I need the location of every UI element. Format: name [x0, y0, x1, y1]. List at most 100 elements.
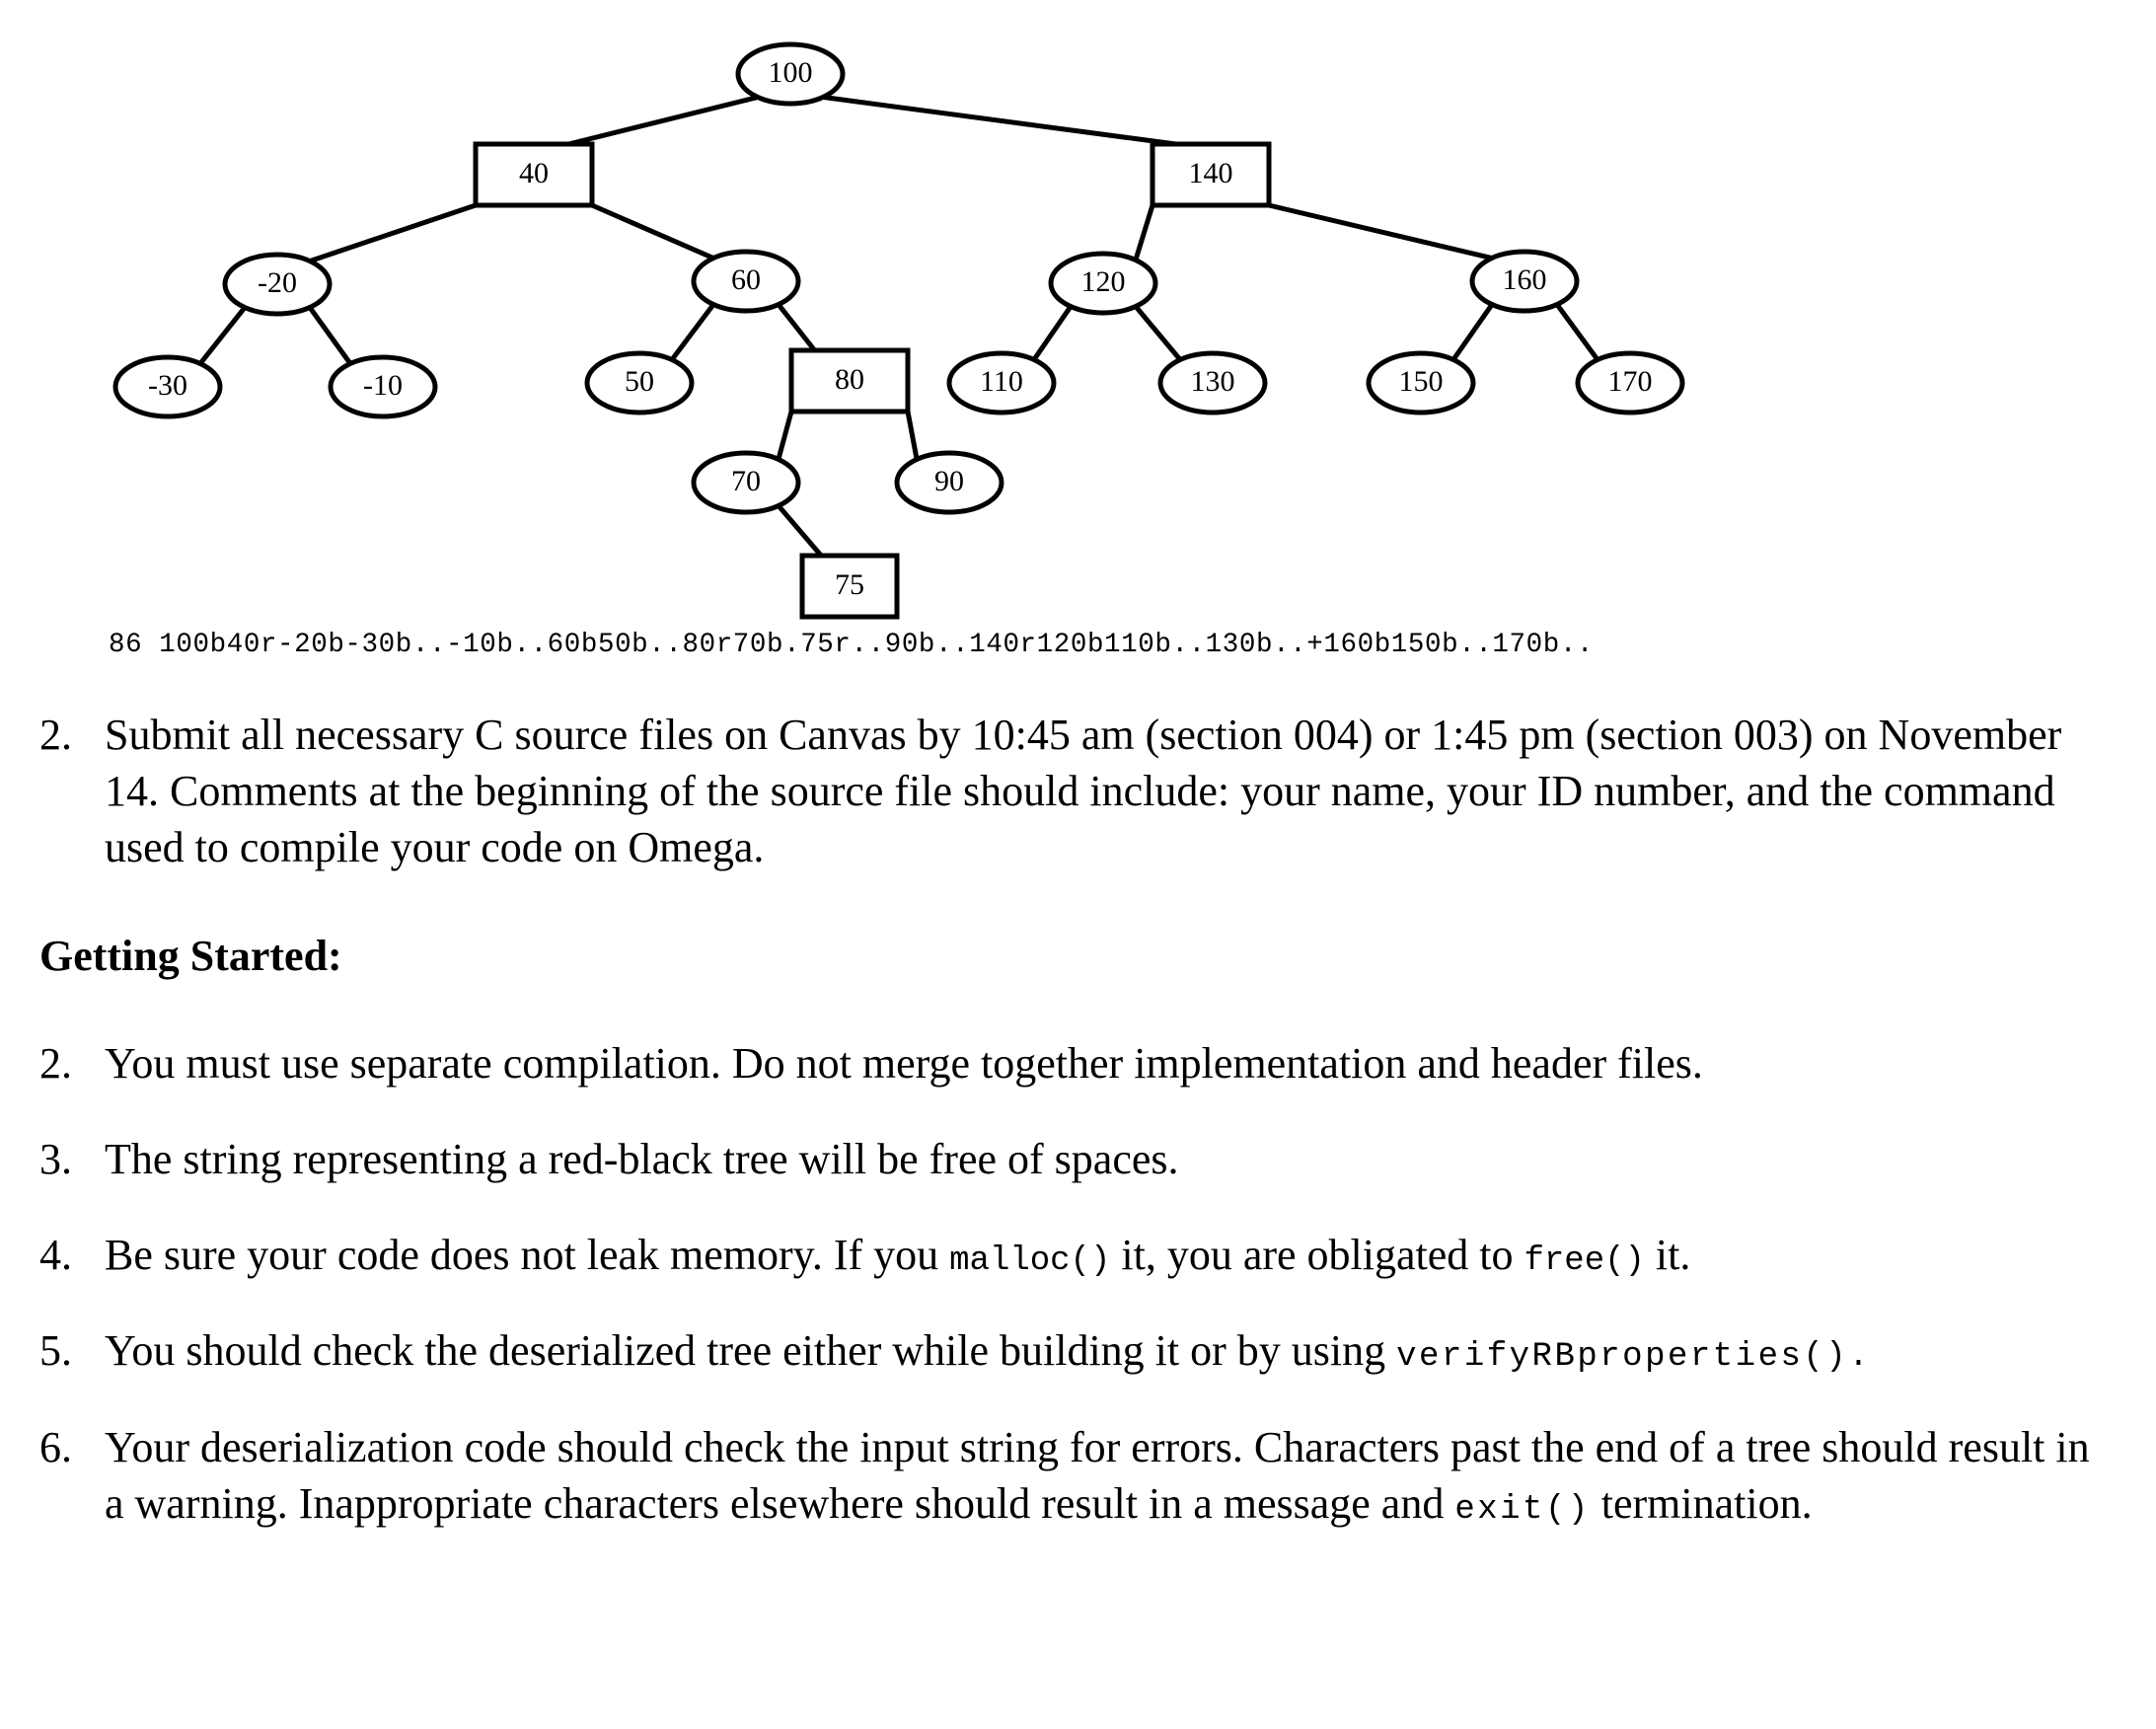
node-label: 80	[835, 363, 864, 396]
list-item-number: 4.	[39, 1231, 72, 1280]
tree-node-140: 140	[1150, 141, 1272, 208]
node-label: -10	[363, 369, 403, 402]
node-ellipse-black	[112, 354, 223, 419]
node-label: -30	[148, 369, 187, 402]
node-ellipse-black	[584, 350, 695, 415]
list-item-number: 3.	[39, 1134, 72, 1183]
red-black-tree-figure: 100 40 140 -20 60 120 160 -30 -10 50 80 110 130 150 17…	[0, 0, 2156, 660]
tree-edge-n160-n150	[1450, 301, 1495, 363]
tree-edge-n100-n140	[820, 94, 1179, 147]
tree-edge-nm20-nm10	[307, 304, 353, 367]
list-item-text: The string representing a red-black tree…	[105, 1134, 1179, 1183]
node-label: 160	[1503, 263, 1547, 296]
node-ellipse-black	[691, 450, 801, 515]
spacer	[0, 984, 2156, 1035]
tree-node-150: 150	[1366, 350, 1476, 415]
list-item-error-checking: 6. Your deserialization code should chec…	[0, 1419, 2156, 1532]
node-ellipse-black	[894, 450, 1004, 515]
tree-edge-n40-nm20	[307, 202, 479, 264]
tree-edge-n80-n70	[776, 409, 794, 463]
tree-node-160: 160	[1469, 249, 1580, 314]
tree-node-80: 80	[788, 347, 911, 414]
tree-node-90: 90	[894, 450, 1004, 515]
node-label: 90	[934, 465, 964, 497]
tree-edge-n120-n110	[1031, 303, 1074, 363]
list-item-number: 5.	[39, 1326, 72, 1376]
tree-diagram-svg: 100 40 140 -20 60 120 160 -30 -10 50 80 110 130 150 17…	[112, 41, 1685, 620]
tree-edge-n140-n160	[1266, 202, 1495, 262]
node-ellipse-black	[1157, 350, 1268, 415]
node-label: 60	[731, 263, 761, 296]
node-label: 50	[625, 365, 654, 398]
tree-node-75: 75	[799, 553, 900, 620]
text-fragment: termination.	[1590, 1478, 1813, 1528]
node-label: 140	[1189, 157, 1233, 189]
spacer	[0, 1091, 2156, 1131]
tree-node-170: 170	[1575, 350, 1685, 415]
tree-node-neg30: -30	[112, 354, 223, 419]
list-item-number: 2.	[39, 711, 72, 759]
node-rect-red	[1150, 141, 1272, 208]
section-heading-getting-started: Getting Started:	[39, 931, 342, 980]
list-item-text: Be sure your code does not leak memory. …	[105, 1227, 2097, 1283]
node-ellipse-black	[1469, 249, 1580, 314]
spacer	[0, 1187, 2156, 1227]
node-rect-red	[799, 553, 900, 620]
tree-node-110: 110	[946, 350, 1057, 415]
node-ellipse-black	[222, 252, 333, 317]
tree-edge-n60-n50	[669, 301, 716, 363]
tree-node-70: 70	[691, 450, 801, 515]
list-item-submit: 2. Submit all necessary C source files o…	[0, 707, 2156, 876]
node-ellipse-black	[1575, 350, 1685, 415]
tree-node-60: 60	[691, 249, 801, 314]
node-ellipse-black	[691, 249, 801, 314]
tree-edge-n140-n120	[1133, 202, 1155, 263]
list-item-text: You must use separate compilation. Do no…	[105, 1038, 1703, 1088]
tree-edges	[197, 94, 1600, 559]
node-label: 75	[835, 568, 864, 601]
code-verify-rb-properties: verifyRBproperties().	[1396, 1338, 1872, 1377]
spacer	[0, 876, 2156, 928]
serialized-tree-string: 86 100b40r-20b-30b..-10b..60b50b..80r70b…	[109, 630, 1595, 660]
code-malloc: malloc()	[949, 1242, 1111, 1281]
document-body: 2. Submit all necessary C source files o…	[0, 707, 2156, 1532]
tree-edge-nm20-nm30	[197, 304, 248, 367]
node-rect-red	[473, 141, 595, 208]
tree-edge-n160-n170	[1554, 301, 1600, 363]
tree-edge-n80-n90	[905, 409, 920, 463]
tree-edge-n100-n40	[565, 94, 761, 147]
list-item-text: You should check the deserialized tree e…	[105, 1322, 2097, 1379]
tree-edge-n120-n130	[1133, 303, 1183, 363]
node-label: 110	[980, 365, 1023, 398]
tree-node-neg20: -20	[222, 252, 333, 317]
text-fragment: it.	[1644, 1231, 1691, 1280]
text-fragment: Your deserialization code should check t…	[105, 1422, 2090, 1528]
list-item-number: 6.	[39, 1422, 72, 1471]
node-label: 100	[769, 56, 813, 89]
tree-node-130: 130	[1157, 350, 1268, 415]
code-exit: exit()	[1454, 1490, 1591, 1529]
node-label: -20	[258, 266, 297, 299]
tree-node-neg10: -10	[328, 354, 438, 419]
node-ellipse-black	[1366, 350, 1476, 415]
text-fragment: it, you are obligated to	[1110, 1231, 1524, 1280]
tree-node-50: 50	[584, 350, 695, 415]
spacer	[0, 1283, 2156, 1322]
tree-node-100: 100	[735, 41, 846, 107]
text-fragment: You should check the deserialized tree e…	[105, 1326, 1397, 1376]
node-label: 170	[1608, 365, 1653, 398]
spacer	[0, 1380, 2156, 1419]
node-label: 70	[731, 465, 761, 497]
list-item-verify-properties: 5. You should check the deserialized tre…	[0, 1322, 2156, 1379]
node-label: 150	[1399, 365, 1444, 398]
list-item-text: Your deserialization code should check t…	[105, 1419, 2097, 1532]
list-item-separate-compilation: 2. You must use separate compilation. Do…	[0, 1035, 2156, 1091]
tree-node-40: 40	[473, 141, 595, 208]
node-ellipse-black	[735, 41, 846, 107]
text-fragment: Be sure your code does not leak memory. …	[105, 1231, 950, 1280]
tree-node-120: 120	[1048, 251, 1158, 316]
tree-edge-n70-n75	[776, 502, 824, 559]
node-label: 130	[1191, 365, 1235, 398]
node-rect-red	[788, 347, 911, 414]
node-label: 120	[1081, 265, 1126, 298]
